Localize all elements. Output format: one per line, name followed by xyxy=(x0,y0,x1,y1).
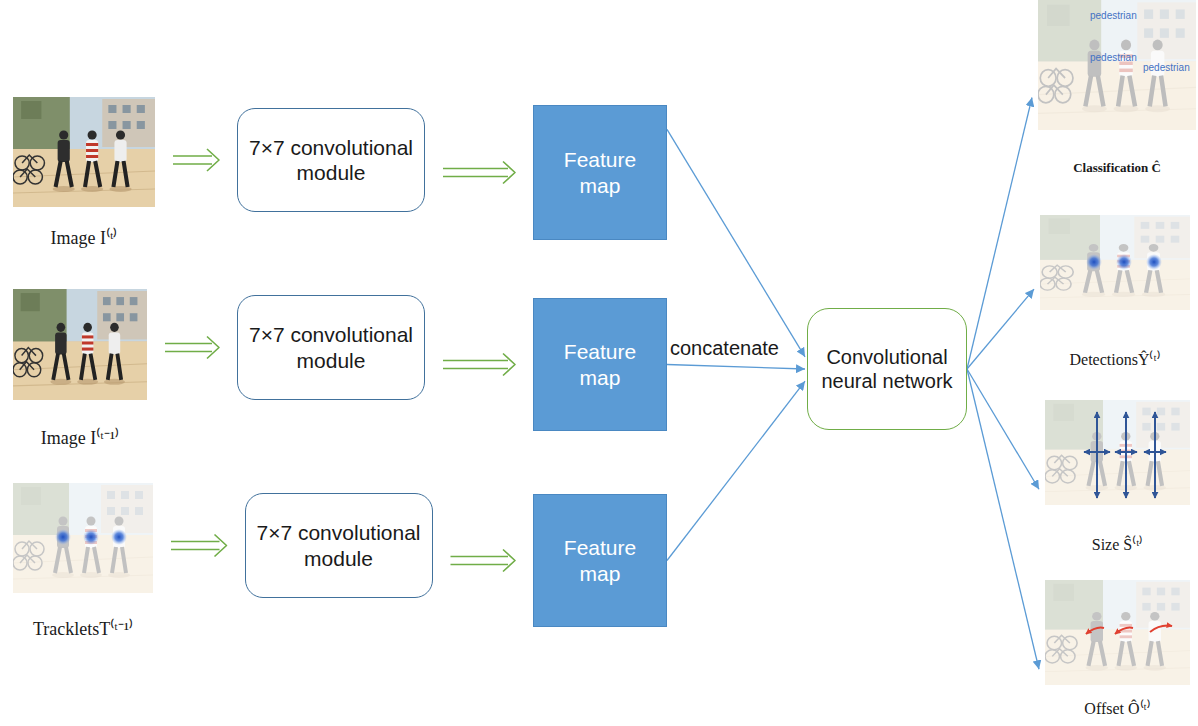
double-arrow xyxy=(171,535,227,557)
double-arrow xyxy=(451,550,516,572)
size-image xyxy=(1045,400,1190,505)
flow-arrow xyxy=(667,365,805,370)
double-arrow xyxy=(443,354,515,376)
output-caption: Classification Ĉ xyxy=(1073,160,1161,176)
feature-map-box: Feature map xyxy=(533,105,667,240)
conv-module-box: 7×7 convolutional module xyxy=(245,493,433,598)
flow-arrow xyxy=(967,98,1032,370)
flow-arrow xyxy=(967,289,1034,369)
image-panel: Image I⁽ᵗ⁾ xyxy=(13,97,155,207)
classification-image xyxy=(1038,0,1196,130)
feature-map-box: Feature map xyxy=(533,494,667,627)
box-text: Feature map xyxy=(550,339,650,389)
flow-arrow xyxy=(967,369,1039,489)
conv-module-box: 7×7 convolutional module xyxy=(237,295,425,400)
detections-image xyxy=(1040,215,1190,310)
flow-arrow xyxy=(667,381,805,560)
box-text: 7×7 convolutional module xyxy=(246,135,416,185)
double-arrow xyxy=(173,149,219,171)
class-label: pedestrian xyxy=(1090,10,1137,22)
input-image xyxy=(13,97,155,207)
input-image-caption: Image I⁽ᵗ⁻¹⁾ xyxy=(41,428,119,450)
offset-image xyxy=(1045,580,1190,685)
class-label: pedestrian xyxy=(1090,52,1137,64)
double-arrow xyxy=(165,337,219,359)
output-caption: Size Ŝ⁽ᵗ⁾ xyxy=(1092,535,1144,554)
input-image-caption: Image I⁽ᵗ⁾ xyxy=(51,228,118,250)
input-image xyxy=(13,289,147,400)
cnn-box: Convolutional neural network xyxy=(807,308,967,430)
tracklet-caption: TrackletsT⁽ᵗ⁻¹⁾ xyxy=(33,619,133,641)
image-panel: Size Ŝ⁽ᵗ⁾ xyxy=(1045,400,1190,505)
box-text: 7×7 convolutional module xyxy=(254,520,424,570)
image-panel: Image I⁽ᵗ⁻¹⁾ xyxy=(13,289,147,400)
output-caption: Offset Ô⁽ᵗ⁾ xyxy=(1084,699,1150,718)
image-panel: Offset Ô⁽ᵗ⁾ xyxy=(1045,580,1190,685)
flow-arrow xyxy=(967,369,1039,669)
image-panel: DetectionsŶ⁽ᵗ⁾ xyxy=(1040,215,1190,310)
double-arrow xyxy=(443,162,515,184)
conv-module-box: 7×7 convolutional module xyxy=(237,108,425,212)
flow-arrow xyxy=(667,129,805,356)
edge-label: concatenate xyxy=(668,336,781,360)
tracklet-image xyxy=(13,483,153,593)
box-text: Feature map xyxy=(550,535,650,585)
feature-map-box: Feature map xyxy=(533,298,667,431)
image-panel: TrackletsT⁽ᵗ⁻¹⁾ xyxy=(13,483,153,593)
output-caption: DetectionsŶ⁽ᵗ⁾ xyxy=(1069,350,1160,369)
box-text: Feature map xyxy=(550,147,650,197)
box-text: 7×7 convolutional module xyxy=(246,322,416,372)
class-label: pedestrian xyxy=(1143,62,1190,74)
box-text: Convolutional neural network xyxy=(816,345,958,393)
